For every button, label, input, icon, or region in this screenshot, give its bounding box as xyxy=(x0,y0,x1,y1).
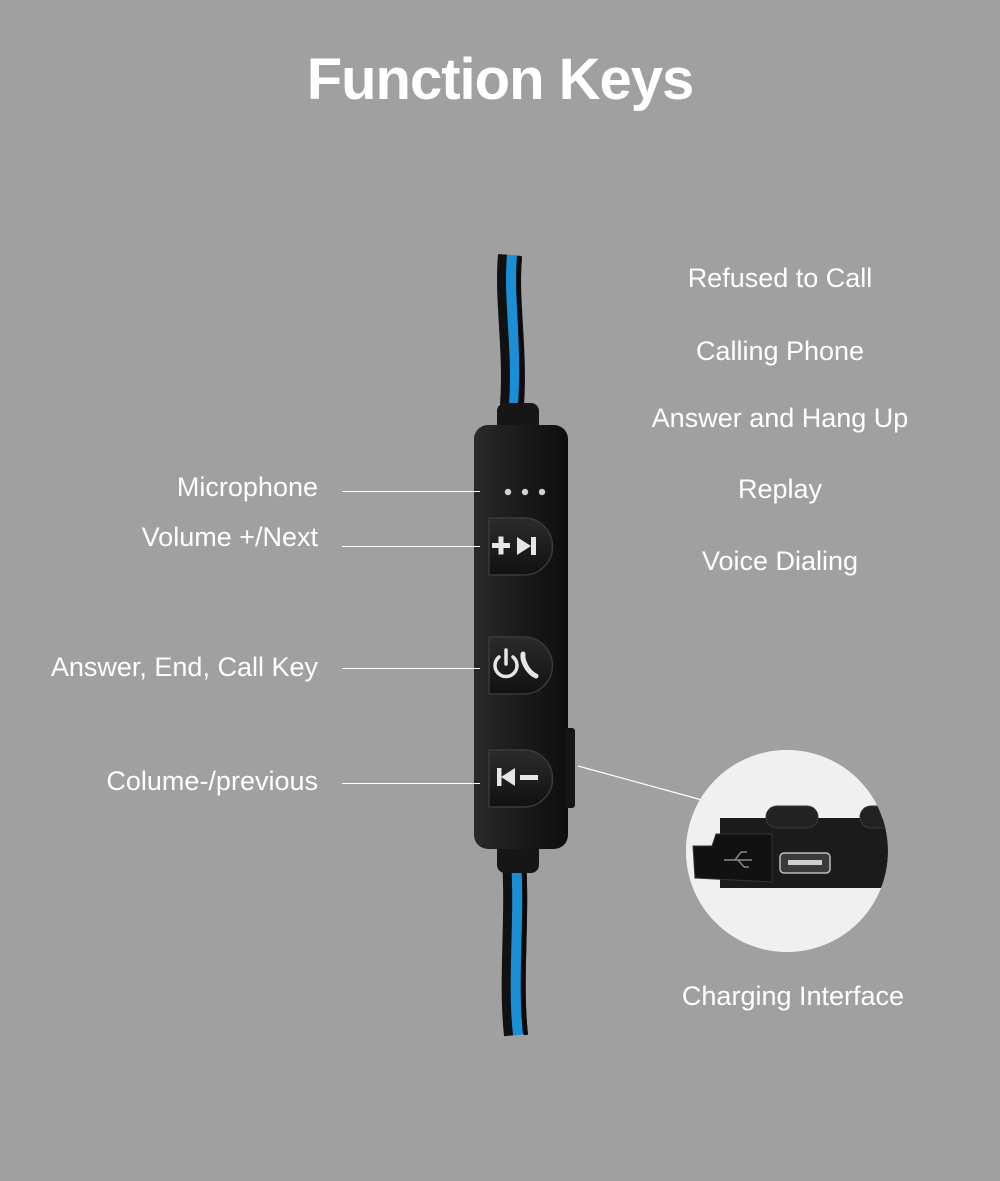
top-cable xyxy=(497,253,525,406)
label-answer-and-hang-up: Answer and Hang Up xyxy=(651,403,909,433)
usb-icon xyxy=(724,851,752,868)
leader-line-answer-end-call xyxy=(342,668,480,669)
volume-down-previous-button[interactable] xyxy=(488,749,554,808)
charging-interface-magnifier xyxy=(686,750,888,952)
label-volume-down-previous: Colume-/previous xyxy=(106,766,318,796)
label-volume-up-next: Volume +/Next xyxy=(141,522,318,552)
volume-up-next-button[interactable] xyxy=(488,517,554,576)
label-calling-phone: Calling Phone xyxy=(695,336,865,366)
charging-leader-line xyxy=(577,765,703,801)
microphone-holes xyxy=(504,488,546,496)
label-charging-interface: Charging Interface xyxy=(681,981,905,1011)
leader-line-microphone xyxy=(342,491,480,492)
answer-end-call-button[interactable] xyxy=(488,636,554,695)
bottom-cable xyxy=(501,859,528,1037)
previous-minus-icon xyxy=(497,768,538,786)
label-answer-end-call: Answer, End, Call Key xyxy=(50,652,318,682)
leader-line-volume-up-next xyxy=(342,546,480,547)
side-port-cover xyxy=(565,728,575,808)
label-microphone: Microphone xyxy=(176,472,318,502)
label-replay: Replay xyxy=(737,474,823,504)
plus-next-icon xyxy=(492,536,536,555)
label-voice-dialing: Voice Dialing xyxy=(701,546,859,576)
page-title: Function Keys xyxy=(306,47,695,112)
label-refused-to-call: Refused to Call xyxy=(687,263,873,293)
leader-line-volume-down-previous xyxy=(342,783,480,784)
power-phone-icon xyxy=(493,648,539,679)
